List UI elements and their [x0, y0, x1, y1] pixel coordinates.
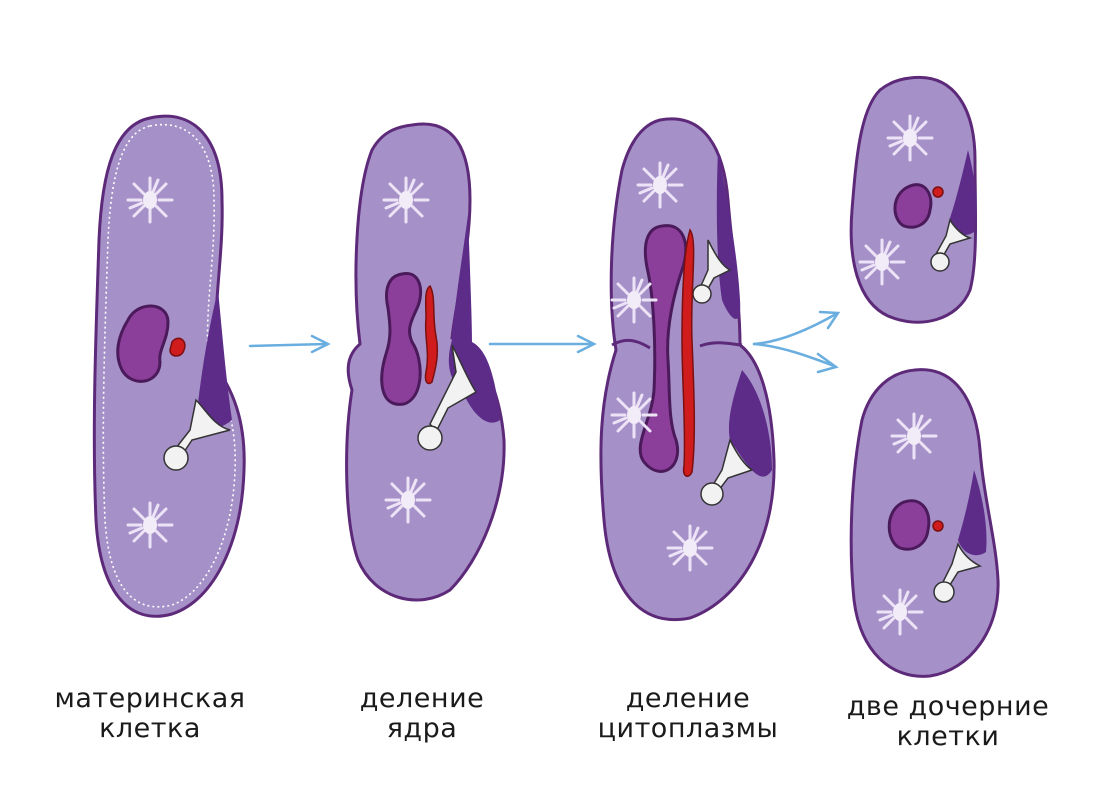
cytostome [429, 344, 478, 434]
caption-cytoplasm-division: деление цитоплазмы [568, 684, 808, 744]
caption-mother-cell: материнская клетка [30, 684, 270, 744]
food-vacuole [417, 425, 443, 451]
contractile-vacuole [876, 588, 924, 636]
macronucleus-elongated [638, 224, 688, 473]
food-vacuole [933, 581, 955, 603]
food-vacuole [692, 284, 712, 304]
mother-cell [92, 114, 246, 618]
micronucleus [932, 520, 944, 532]
micronucleus-dividing [424, 284, 439, 385]
oral-groove [196, 290, 232, 429]
daughter-cell-top [849, 75, 978, 324]
contractile-vacuole [636, 161, 684, 209]
caption-line: ядра [386, 713, 458, 744]
caption-line: материнская [54, 683, 246, 714]
contractile-vacuole [858, 238, 906, 286]
caption-line: деление [359, 683, 485, 714]
contractile-vacuole [666, 524, 714, 572]
caption-line: цитоплазмы [597, 713, 779, 744]
macronucleus-dividing [380, 272, 423, 406]
food-vacuole [163, 445, 189, 471]
oral-groove [728, 370, 772, 477]
micronucleus-elongated [681, 228, 696, 477]
contractile-vacuole [384, 476, 432, 524]
caption-line: деление [625, 683, 751, 714]
oral-groove [716, 150, 741, 319]
caption-two-daughter-cells: две дочерние клетки [828, 692, 1068, 752]
mother-cell-body [92, 114, 246, 618]
daughter-cell-bottom [849, 368, 1000, 678]
arrow-1 [248, 334, 331, 354]
contractile-vacuole [890, 412, 938, 460]
micronucleus [932, 186, 944, 198]
contractile-vacuole [126, 176, 174, 224]
contractile-vacuole [610, 391, 658, 439]
caption-line: клетка [99, 713, 201, 744]
caption-line: две дочерние [846, 691, 1050, 722]
dividing-nucleus-cell [345, 122, 506, 602]
macronucleus [887, 499, 931, 551]
macronucleus [116, 304, 170, 383]
arrow-2 [488, 334, 597, 354]
oral-groove [958, 470, 987, 556]
macronucleus [893, 183, 933, 229]
contractile-vacuole [886, 114, 934, 162]
food-vacuole [700, 482, 724, 506]
micronucleus [169, 337, 186, 357]
dividing-cytoplasm-cell [599, 117, 776, 621]
caption-line: клетки [896, 721, 1000, 752]
contractile-vacuole [126, 501, 174, 549]
food-vacuole [930, 252, 950, 272]
contractile-vacuole [610, 276, 658, 324]
contractile-vacuole [382, 176, 430, 224]
arrow-split [752, 310, 841, 374]
caption-nucleus-division: деление ядра [302, 684, 542, 744]
oral-groove [950, 150, 976, 235]
